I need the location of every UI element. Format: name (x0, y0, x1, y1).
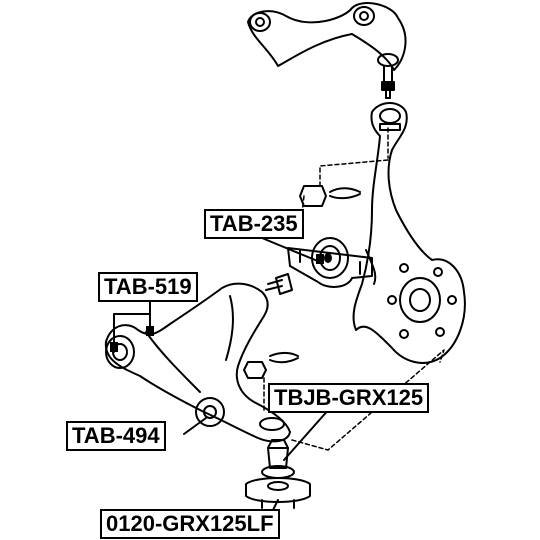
label-tbjb-grx125[interactable]: TBJB-GRX125 (268, 383, 430, 413)
leader-tbjb (283, 407, 331, 461)
upper-control-arm (247, 2, 407, 99)
label-tab-494[interactable]: TAB-494 (66, 421, 166, 451)
steering-knuckle (352, 102, 466, 364)
label-tab-519[interactable]: TAB-519 (98, 272, 198, 302)
ball-joint (245, 439, 311, 509)
bushing-bracket (287, 237, 373, 288)
lower-arm-stud (265, 273, 293, 295)
nut-and-cotter-pin-upper (299, 185, 361, 207)
leader-end-markers (110, 254, 324, 352)
label-tab-235[interactable]: TAB-235 (204, 209, 304, 239)
leader-tab-519 (113, 299, 151, 353)
label-0120-grx125lf[interactable]: 0120-GRX125LF (100, 509, 280, 539)
leader-tab-494 (183, 417, 207, 435)
lower-control-arm (104, 282, 291, 443)
leader-tab-235 (261, 237, 321, 263)
nut-and-cotter-pin-lower (243, 352, 299, 379)
